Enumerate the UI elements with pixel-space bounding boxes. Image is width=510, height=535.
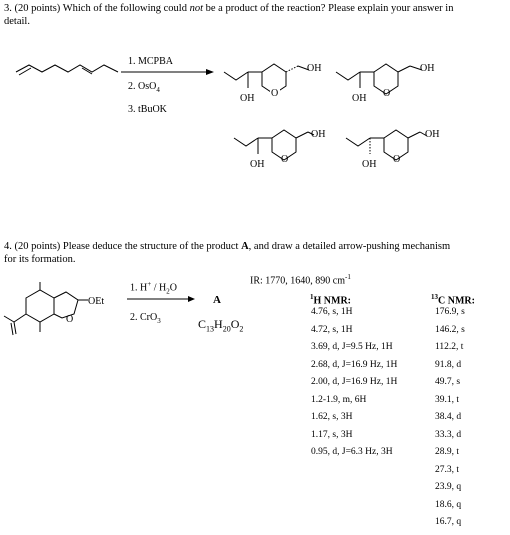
hnmr-row: 1.2-1.9, m, 6H [311, 394, 367, 405]
hnmr-row: 2.68, d, J=16.9 Hz, 1H [311, 359, 398, 370]
q4-oet-label: OEt [88, 296, 104, 307]
cnmr-row: 33.3, d [435, 429, 462, 440]
q4-product-label: A [213, 294, 221, 306]
cnmr-row: 28.9, t [435, 447, 460, 457]
q4-cnmr-list: 176.9, s 146.2, s 112.2, t 91.8, d 49.7,… [435, 307, 465, 535]
q4-cnmr-title: 13C NMR: [431, 293, 475, 307]
hnmr-row: 1.17, s, 3H [311, 429, 353, 440]
cnmr-row: 16.7, q [435, 517, 462, 527]
q3-c2-oh-label: OH [352, 93, 366, 104]
q3-c2-oh2-label: OH [420, 63, 434, 74]
question-4-text: 4. (20 points) Please deduce the structu… [4, 241, 451, 265]
q3-reagent-1: 1. MCPBA [128, 56, 174, 67]
q3-c2-o-label: O [383, 88, 390, 99]
q3-c3-oh-label: OH [250, 159, 264, 170]
q3-c3-oh2-label: OH [311, 129, 325, 140]
q3-c4-oh2-label: OH [425, 129, 439, 140]
cnmr-row: 176.9, s [435, 307, 465, 317]
hnmr-row: 2.00, d, J=16.9 Hz, 1H [311, 377, 398, 387]
question-3-text: 3. (20 points) Which of the following co… [4, 3, 509, 28]
q3-starting-diene [15, 64, 119, 76]
cnmr-row: 49.7, s [435, 377, 461, 387]
cnmr-row: 27.3, t [435, 464, 460, 475]
hnmr-row: 3.69, d, J=9.5 Hz, 1H [311, 342, 393, 352]
q3-c4-oh-label: OH [362, 159, 376, 170]
q3-candidate-1-structure: O OH OH [223, 63, 321, 104]
cnmr-row: 39.1, t [435, 394, 460, 405]
cnmr-row: 112.2, t [435, 342, 464, 352]
q3-c3-o-label: O [281, 154, 288, 165]
q4-hnmr-list: 4.76, s, 1H 4.72, s, 1H 3.69, d, J=9.5 H… [311, 307, 397, 465]
q4-ir-data: IR: 1770, 1640, 890 cm-1 [250, 273, 351, 287]
hnmr-row: 4.72, s, 1H [311, 324, 353, 335]
q3-text-a: 3. (20 points) Which of the following co… [4, 3, 190, 14]
q3-text-not: not [189, 3, 203, 14]
hnmr-row: 4.76, s, 1H [311, 307, 353, 317]
q3-c1-o-label: O [271, 88, 278, 99]
q3-reaction-arrow [121, 69, 214, 75]
q3-c1-oh2-label: OH [307, 63, 321, 74]
q4-o-label: O [66, 314, 73, 325]
hnmr-row: 1.62, s, 3H [311, 412, 353, 422]
q3-c1-oh-label: OH [240, 93, 254, 104]
q3-reagent-2: 2. OsO4 [128, 81, 160, 94]
q4-reagent-2: 2. CrO3 [130, 312, 161, 325]
q4-reagent-1: 1. H+ / H2O [130, 280, 177, 296]
cnmr-row: 18.6, q [435, 499, 462, 510]
q4-hnmr-title: 1H NMR: [310, 293, 351, 307]
q3-candidate-2-structure: O OH OH [335, 63, 434, 104]
q3-text-line2: detail. [4, 15, 30, 27]
q3-reagent-3: 3. tBuOK [128, 104, 167, 115]
q3-text-b: be a product of the reaction? Please exp… [203, 3, 454, 14]
cnmr-row: 38.4, d [435, 412, 462, 422]
cnmr-row: 91.8, d [435, 359, 462, 370]
hnmr-row: 0.95, d, J=6.3 Hz, 3H [311, 447, 393, 457]
q4-product-formula: C13H20O2 [198, 317, 244, 334]
cnmr-row: 23.9, q [435, 482, 462, 492]
q4-starting-material: O OEt [3, 282, 104, 336]
q3-candidate-3-structure: O OH OH [233, 129, 325, 170]
q4-reaction-arrow [127, 296, 195, 302]
q3-c4-o-label: O [393, 154, 400, 165]
q3-candidate-4-structure: O OH OH [345, 129, 439, 170]
cnmr-row: 146.2, s [435, 324, 465, 335]
